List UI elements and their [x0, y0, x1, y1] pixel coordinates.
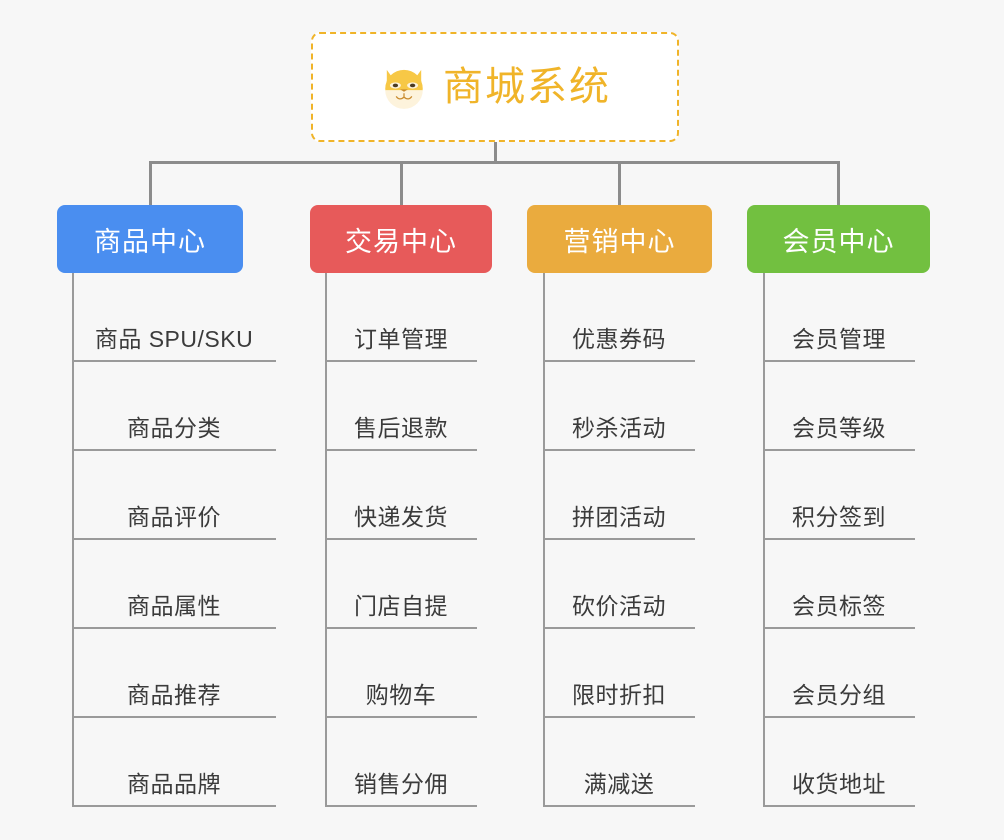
leaf-item[interactable]: 销售分佣 — [325, 718, 477, 807]
leaf-item-label: 会员管理 — [792, 326, 886, 352]
leaf-item-label: 商品推荐 — [127, 682, 221, 708]
leaf-item[interactable]: 订单管理 — [325, 273, 477, 362]
connector-drop-product-center — [148, 161, 152, 205]
leaf-item-label: 限时折扣 — [572, 682, 666, 708]
leaf-item[interactable]: 收货地址 — [763, 718, 915, 807]
leaf-item-label: 门店自提 — [354, 593, 448, 619]
leaf-item[interactable]: 售后退款 — [325, 362, 477, 451]
leaf-item-label: 商品属性 — [127, 593, 221, 619]
leaf-item[interactable]: 会员分组 — [763, 629, 915, 718]
leaf-column-marketing-center: 优惠券码秒杀活动拼团活动砍价活动限时折扣满减送 — [543, 273, 695, 807]
leaf-item[interactable]: 商品品牌 — [72, 718, 276, 807]
leaf-item-label: 商品品牌 — [127, 771, 221, 797]
root-node-shop-system[interactable]: 商城系统 — [311, 32, 679, 142]
category-label: 会员中心 — [782, 226, 895, 257]
leaf-item[interactable]: 砍价活动 — [543, 540, 695, 629]
leaf-item[interactable]: 积分签到 — [763, 451, 915, 540]
leaf-item-label: 积分签到 — [792, 504, 886, 530]
category-box-marketing-center[interactable]: 营销中心 — [527, 205, 712, 273]
leaf-item[interactable]: 商品分类 — [72, 362, 276, 451]
leaf-item[interactable]: 商品 SPU/SKU — [72, 273, 276, 362]
leaf-item-label: 销售分佣 — [354, 771, 448, 797]
leaf-item-label: 会员等级 — [792, 415, 886, 441]
leaf-item-label: 商品 SPU/SKU — [94, 326, 254, 352]
shiba-dog-face-icon — [379, 62, 429, 112]
leaf-item[interactable]: 商品评价 — [72, 451, 276, 540]
leaf-column-member-center: 会员管理会员等级积分签到会员标签会员分组收货地址 — [763, 273, 915, 807]
leaf-item[interactable]: 满减送 — [543, 718, 695, 807]
leaf-item[interactable]: 商品推荐 — [72, 629, 276, 718]
leaf-spine-product-center — [72, 273, 74, 807]
category-label: 商品中心 — [94, 226, 206, 257]
leaf-item[interactable]: 商品属性 — [72, 540, 276, 629]
leaf-item-label: 秒杀活动 — [572, 415, 666, 441]
leaf-column-product-center: 商品 SPU/SKU 商品分类商品评价商品属性商品推荐商品品牌 — [72, 273, 276, 807]
leaf-item[interactable]: 门店自提 — [325, 540, 477, 629]
leaf-item-label: 商品分类 — [127, 415, 221, 441]
leaf-item-label: 优惠券码 — [572, 326, 666, 352]
leaf-spine-member-center — [763, 273, 765, 807]
leaf-item[interactable]: 会员管理 — [763, 273, 915, 362]
leaf-item-label: 商品评价 — [127, 504, 221, 530]
leaf-item[interactable]: 会员等级 — [763, 362, 915, 451]
leaf-item[interactable]: 购物车 — [325, 629, 477, 718]
leaf-spine-trade-center — [325, 273, 327, 807]
category-box-trade-center[interactable]: 交易中心 — [310, 205, 492, 273]
category-label: 营销中心 — [563, 226, 676, 257]
leaf-item-label: 购物车 — [365, 682, 437, 708]
leaf-item[interactable]: 会员标签 — [763, 540, 915, 629]
leaf-item-label: 订单管理 — [354, 326, 448, 352]
leaf-item-label: 会员分组 — [792, 682, 886, 708]
leaf-item-label: 快递发货 — [354, 504, 448, 530]
leaf-item-label: 收货地址 — [792, 771, 886, 797]
root-node-title: 商城系统 — [443, 65, 611, 109]
connector-drop-member-center — [837, 161, 840, 205]
connector-drop-marketing-center — [618, 161, 621, 205]
connector-drop-trade-center — [399, 161, 403, 205]
connector-root-stem — [494, 142, 497, 164]
leaf-item[interactable]: 限时折扣 — [543, 629, 695, 718]
leaf-item[interactable]: 拼团活动 — [543, 451, 695, 540]
leaf-spine-marketing-center — [543, 273, 545, 807]
connector-horizontal-bus — [148, 161, 840, 164]
leaf-item[interactable]: 优惠券码 — [543, 273, 695, 362]
leaf-item-label: 会员标签 — [792, 593, 886, 619]
category-box-member-center[interactable]: 会员中心 — [747, 205, 930, 273]
category-box-product-center[interactable]: 商品中心 — [57, 205, 243, 273]
leaf-item-label: 满减送 — [583, 771, 655, 797]
leaf-item-label: 售后退款 — [354, 415, 448, 441]
leaf-column-trade-center: 订单管理售后退款快递发货门店自提购物车销售分佣 — [325, 273, 477, 807]
leaf-item[interactable]: 快递发货 — [325, 451, 477, 540]
leaf-item[interactable]: 秒杀活动 — [543, 362, 695, 451]
leaf-item-label: 砍价活动 — [572, 593, 666, 619]
category-label: 交易中心 — [345, 226, 457, 257]
leaf-item-label: 拼团活动 — [572, 504, 666, 530]
